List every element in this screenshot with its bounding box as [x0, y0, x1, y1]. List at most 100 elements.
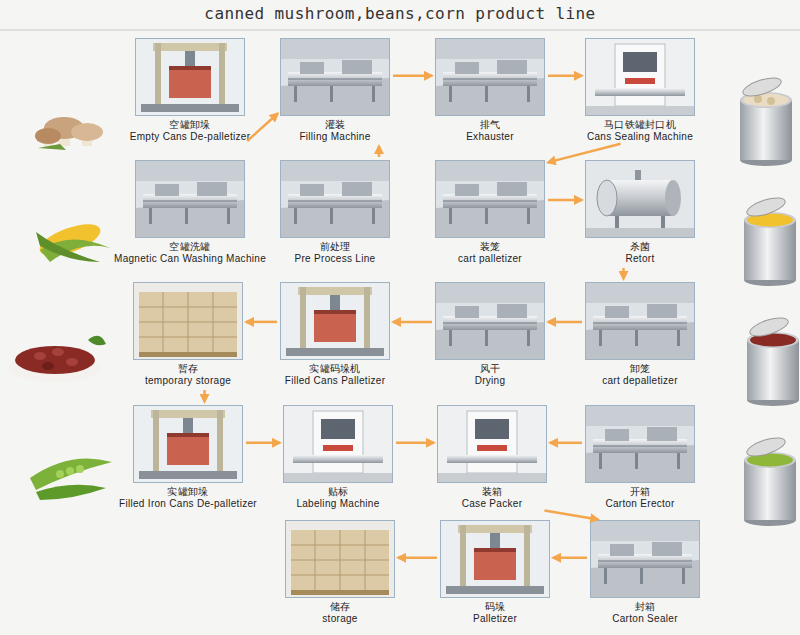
- machine-step: 储存storage: [285, 520, 395, 625]
- photo-slot: [280, 160, 390, 238]
- flow-arrow: [548, 75, 582, 78]
- machine-photo: [441, 521, 550, 598]
- photo-slot: [280, 282, 390, 360]
- flow-arrow: [622, 268, 625, 279]
- photo-slot: [135, 38, 245, 116]
- machine-photo: [438, 406, 547, 483]
- machine-name-zh: 装笼: [480, 241, 501, 253]
- machine-step: 实罐卸垛Filled Iron Cans De-palletizer: [133, 405, 243, 510]
- machine-step: 风干Drying: [435, 282, 545, 387]
- machine-name-zh: 贴标: [328, 486, 349, 498]
- machine-name-zh: 前处理: [320, 241, 351, 253]
- machine-name-zh: 风干: [480, 363, 501, 375]
- diagram-title: canned mushroom,beans,corn product line: [0, 4, 800, 23]
- machine-name-en: cart palletizer: [458, 253, 522, 265]
- can-picture: [747, 314, 799, 406]
- flow-arrow: [393, 321, 432, 324]
- machine-name-en: Retort: [625, 253, 654, 265]
- machine-name-zh: 排气: [480, 119, 501, 131]
- machine-name-en: Pre Process Line: [295, 253, 376, 265]
- machine-photo: [284, 406, 393, 483]
- title-rule: [0, 30, 800, 31]
- photo-slot: [435, 282, 545, 360]
- can-picture: [744, 194, 796, 286]
- machine-name-en: Cans Sealing Machine: [587, 131, 693, 143]
- machine-photo: [281, 161, 390, 238]
- machine-name-zh: 实罐码垛机: [309, 363, 361, 375]
- photo-slot: [133, 405, 243, 483]
- machine-name-zh: 封箱: [635, 601, 656, 613]
- flow-arrow: [203, 390, 206, 402]
- machine-name-zh: 空罐卸垛: [169, 119, 210, 131]
- machine-step: 空罐洗罐Magnetic Can Washing Machine: [135, 160, 245, 265]
- machine-name-zh: 装箱: [482, 486, 503, 498]
- machine-photo: [281, 283, 390, 360]
- machine-name-zh: 码垛: [485, 601, 506, 613]
- machine-photo: [591, 521, 700, 598]
- photo-slot: [440, 520, 550, 598]
- photo-slot: [590, 520, 700, 598]
- machine-name-en: Carton Sealer: [612, 613, 678, 625]
- flow-arrow: [544, 510, 598, 519]
- photo-slot: [585, 405, 695, 483]
- machine-step: 码垛Palletizer: [440, 520, 550, 625]
- flow-arrow: [553, 557, 587, 560]
- corn-picture: [36, 218, 110, 262]
- machine-step: 装笼cart palletizer: [435, 160, 545, 265]
- machine-name-zh: 开箱: [630, 486, 651, 498]
- machine-step: 卸笼cart depalletizer: [585, 282, 695, 387]
- flow-arrow: [398, 557, 437, 560]
- machine-photo: [134, 406, 243, 483]
- flow-arrow: [548, 321, 582, 324]
- machine-step: 封箱Carton Sealer: [590, 520, 700, 625]
- machine-photo: [586, 39, 695, 116]
- photo-slot: [435, 160, 545, 238]
- machine-name-en: cart depalletizer: [602, 375, 678, 387]
- machine-step: 排气Exhauster: [435, 38, 545, 143]
- machine-step: 马口铁罐封口机Cans Sealing Machine: [585, 38, 695, 143]
- photo-slot: [283, 405, 393, 483]
- machine-step: 贴标Labeling Machine: [283, 405, 393, 510]
- machine-name-en: Filled Cans Palletizer: [285, 375, 386, 387]
- machine-photo: [134, 283, 243, 360]
- machine-name-en: storage: [322, 613, 357, 625]
- machine-name-en: Palletizer: [473, 613, 517, 625]
- machine-name-zh: 储存: [330, 601, 351, 613]
- flow-arrow: [393, 75, 432, 78]
- machine-step: 灌装Filling Machine: [280, 38, 390, 143]
- machine-name-zh: 卸笼: [630, 363, 651, 375]
- machine-name-zh: 实罐卸垛: [167, 486, 208, 498]
- can-picture: [744, 434, 796, 526]
- machine-name-zh: 空罐洗罐: [169, 241, 210, 253]
- machine-name-en: Drying: [475, 375, 506, 387]
- machine-name-en: Carton Erector: [605, 498, 674, 510]
- flow-arrow: [246, 442, 280, 445]
- flow-arrow: [247, 114, 278, 141]
- beans-picture: [9, 336, 106, 382]
- flow-arrow: [246, 321, 277, 324]
- photo-slot: [133, 282, 243, 360]
- mushroom-picture: [35, 117, 103, 150]
- machine-name-en: Empty Cans De-palletizer: [130, 131, 251, 143]
- machine-photo: [586, 406, 695, 483]
- photo-slot: [585, 282, 695, 360]
- flow-arrow: [378, 146, 381, 157]
- machine-name-zh: 马口铁罐封口机: [604, 119, 676, 131]
- photo-slot: [585, 160, 695, 238]
- photo-slot: [437, 405, 547, 483]
- flow-arrow: [548, 199, 582, 202]
- flow-arrow: [396, 442, 434, 445]
- machine-photo: [436, 161, 545, 238]
- flow-arrow: [548, 144, 621, 163]
- photo-slot: [280, 38, 390, 116]
- machine-step: 空罐卸垛Empty Cans De-palletizer: [135, 38, 245, 143]
- machine-photo: [286, 521, 395, 598]
- machine-name-en: Exhauster: [466, 131, 514, 143]
- peas-picture: [30, 458, 112, 500]
- photo-slot: [585, 38, 695, 116]
- photo-slot: [435, 38, 545, 116]
- machine-photo: [436, 39, 545, 116]
- machine-photo: [136, 39, 245, 116]
